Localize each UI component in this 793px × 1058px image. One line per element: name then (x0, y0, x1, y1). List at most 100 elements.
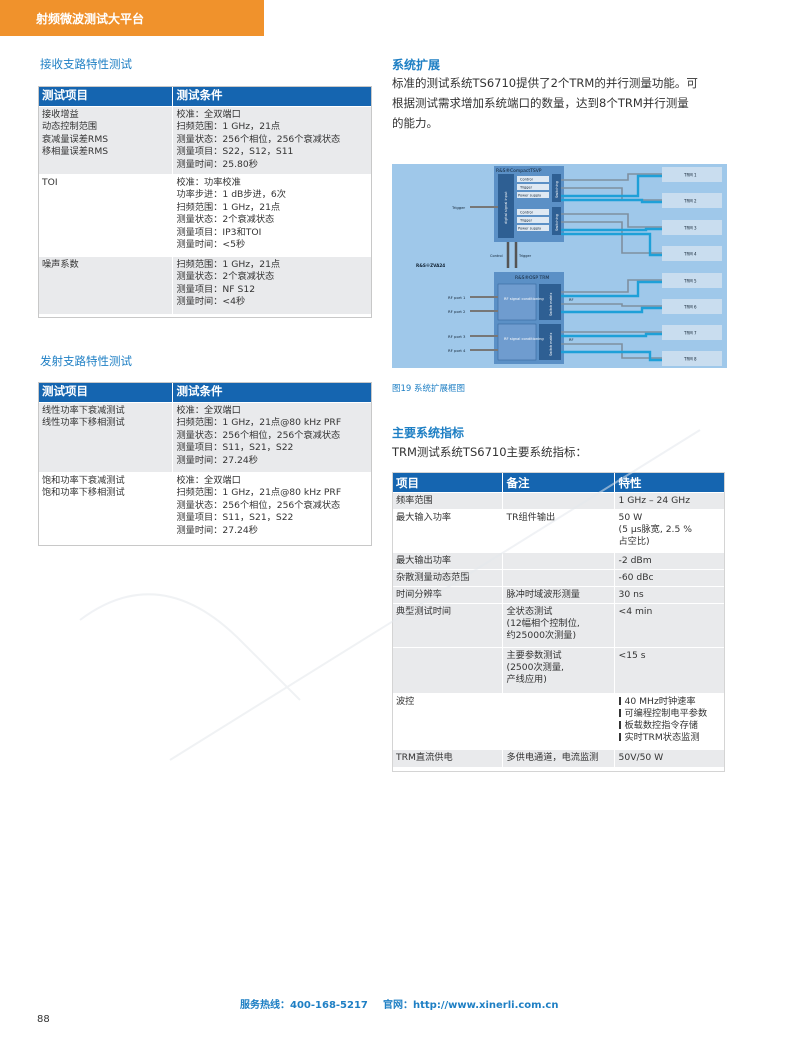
receive-col-item: 测试项目 (38, 86, 172, 106)
row-cond: 校准：全双端口 (176, 404, 241, 416)
spec-intro: TRM测试系统TS6710主要系统指标： (392, 445, 588, 459)
expansion-paragraph: 标准的测试系统TS6710提供了2个TRM的并行测量功能。可 根据测试需求增加系… (392, 73, 732, 133)
diagram-svg: R&S®CompactTSVP Control Trigger Power su… (416, 166, 722, 366)
trm-label-7: TRM 7 (683, 331, 697, 336)
osp-trm-label: R&S®OSP TRM (515, 274, 549, 281)
rf-conditioning-block-1 (497, 283, 537, 321)
trigger-link-label: Trigger (518, 254, 532, 258)
header-title: 射频微波测试大平台 (36, 12, 145, 26)
trm-label-5: TRM 5 (683, 279, 697, 284)
switching-block-2 (552, 207, 561, 235)
system-expansion-diagram: R&S®CompactTSVP Control Trigger Power su… (392, 164, 727, 368)
switch-matrix-2 (539, 324, 561, 360)
trm-box-7 (662, 325, 722, 340)
row-cond: 测量项目：S22，S12，S11 (176, 146, 294, 158)
row-cond: 校准：全双端口 (176, 108, 241, 120)
rf-signal-label-1: RF signal conditioning (504, 297, 544, 301)
trm-boxes (662, 167, 722, 366)
row-item: 饱和功率下移相测试 (42, 487, 125, 499)
trigger-block-2 (517, 217, 549, 223)
row-cond: 测量状态：2个衰减状态 (176, 214, 275, 226)
control-block-2 (517, 209, 549, 215)
rf-port-label-2: RF port 2 (448, 309, 466, 314)
row-item: 移相量误差RMS (42, 146, 109, 158)
row-cond: 测量状态：2个衰减状态 (176, 271, 275, 283)
rf-label-1: RF (569, 298, 574, 302)
row-cond: 测量时间：<5秒 (176, 239, 246, 251)
row-item: 动态控制范围 (42, 121, 98, 133)
footer-hotline: 服务热线：400-168-5217 (240, 1000, 368, 1011)
row-item: 饱和功率下衰减测试 (42, 474, 125, 486)
trm-label-2: TRM 2 (683, 199, 697, 204)
trm-label-8: TRM 8 (683, 357, 697, 362)
transmit-table-frame (38, 382, 372, 546)
row-item: TOI (42, 176, 58, 188)
trm-box-4 (662, 246, 722, 261)
row-cond: 扫频范围：1 GHz，21点@80 kHz PRF (176, 417, 342, 429)
table-row: TOI 校准：功率校准功率步进：1 dB步进，6次扫频范围：1 GHz，21点测… (38, 174, 372, 256)
paragraph-line: 根据测试需求增加系统端口的数量，达到8个TRM并行测量 (392, 96, 689, 110)
row-cond: 扫频范围：1 GHz，21点 (176, 121, 281, 133)
trm-label-1: TRM 1 (683, 173, 697, 178)
control-label-2: Control (520, 211, 533, 215)
rf-conditioning-block-2 (497, 323, 537, 361)
trm-label-3: TRM 3 (683, 226, 697, 231)
digital-input-block (498, 174, 514, 238)
row-cond: 测量项目：NF S12 (176, 283, 256, 295)
control-link-label: Control (490, 254, 503, 258)
receive-section-title: 接收支路特性测试 (40, 57, 132, 71)
trigger-left-label: Trigger (451, 205, 466, 210)
receive-col-cond: 测试条件 (171, 86, 372, 106)
rf-label-2: RF (569, 338, 574, 342)
switch-matrix-label-2: Switch matrix (549, 333, 553, 356)
watermark-swoosh (79, 593, 301, 701)
switch-matrix-1 (539, 284, 561, 320)
row-cond: 测量时间：<4秒 (176, 296, 246, 308)
row-item: 线性功率下衰减测试 (42, 404, 125, 416)
paragraph-line: 标准的测试系统TS6710提供了2个TRM的并行测量功能。可 (392, 76, 698, 90)
switching-label-2: Switching (555, 214, 559, 231)
compact-tsvp-label: R&S®CompactTSVP (496, 167, 542, 174)
trigger-label-2: Trigger (519, 219, 533, 223)
switch-matrix-label-1: Switch matrix (549, 293, 553, 316)
trm-label-6: TRM 6 (683, 305, 697, 310)
rf-port-label-3: RF port 3 (448, 334, 466, 339)
row-cond: 扫频范围：1 GHz，21点 (176, 258, 281, 270)
trm-rf-lines (561, 174, 662, 362)
switching-block-1 (552, 174, 561, 202)
footer-site-link[interactable]: 官网：http://www.xinerli.com.cn (383, 1000, 559, 1011)
header-bar: 射频微波测试大平台 (0, 0, 264, 36)
spec-title: 主要系统指标 (392, 426, 465, 440)
rf-port-label-1: RF port 1 (448, 295, 466, 300)
rf-signal-label-2: RF signal conditioning (504, 337, 544, 341)
power-supply-label: Power supply (518, 194, 541, 198)
page-number: 88 (37, 1014, 50, 1025)
row-cond: 测量状态：256个相位，256个衰减状态 (176, 133, 341, 145)
trm-box-8 (662, 351, 722, 366)
transmit-section-title: 发射支路特性测试 (40, 354, 132, 368)
power-block-2 (517, 225, 549, 231)
trm-box-2 (662, 193, 722, 208)
transmit-col-item: 测试项目 (38, 382, 172, 402)
control-label: Control (520, 178, 533, 182)
row-cond: 扫频范围：1 GHz，21点 (176, 201, 281, 213)
row-cond: 功率步进：1 dB步进，6次 (176, 189, 286, 201)
zva24-label: R&S®ZVA24 (416, 263, 445, 268)
table-row: 噪声系数 扫频范围：1 GHz，21点测量状态：2个衰减状态测量项目：NF S1… (38, 256, 372, 314)
row-item: 噪声系数 (42, 258, 79, 270)
row-item: 衰减量误差RMS (42, 133, 109, 145)
figure-caption: 图19 系统扩展框图 (392, 384, 466, 394)
row-cond: 校准：功率校准 (176, 176, 241, 188)
trm-box-1 (662, 167, 722, 182)
row-cond: 测量时间：25.80秒 (176, 158, 258, 170)
row-item: 接收增益 (42, 108, 79, 120)
row-cond: 测量项目：IP3和TOI (176, 226, 262, 238)
digital-input-label: digital signal input (504, 191, 508, 224)
trm-box-6 (662, 299, 722, 314)
power-block (517, 192, 549, 198)
trigger-block (517, 184, 549, 190)
receive-table-frame (38, 86, 372, 318)
trm-label-4: TRM 4 (683, 252, 697, 257)
